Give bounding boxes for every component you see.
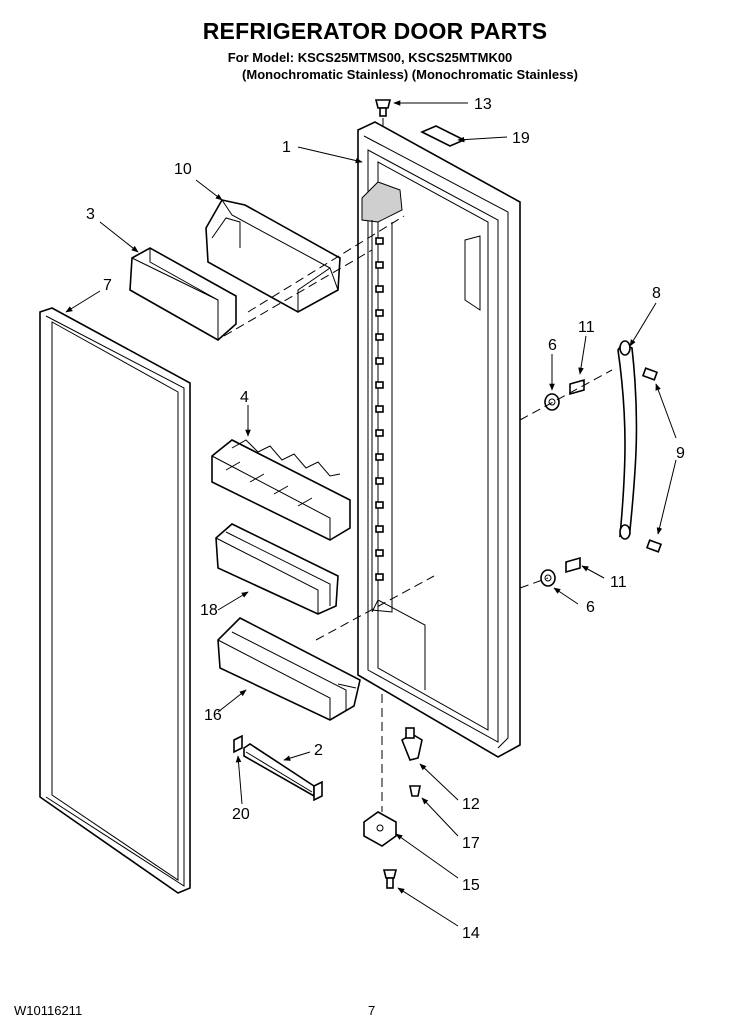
callout-11-lower: 11 [610,574,627,591]
door-shelf-bin [215,523,339,615]
callout-19: 19 [512,130,530,147]
door-gasket [39,307,191,894]
door-handle [617,340,638,540]
door-panel [357,121,521,758]
bin-trim [243,743,315,798]
nameplate [420,125,466,147]
page-number: 7 [368,1003,376,1018]
lower-spacer [540,569,556,587]
leader-arrows [65,100,677,927]
callout-16: 16 [204,707,222,724]
large-door-bin [217,617,361,721]
callout-8: 8 [652,285,661,302]
callout-3: 3 [86,206,95,223]
hinge-screw [409,785,421,797]
callout-4: 4 [240,389,249,406]
callout-14: 14 [462,925,480,942]
model-line: For Model: KSCS25MTMS00, KSCS25MTMK00 [227,50,513,65]
page-title: REFRIGERATOR DOOR PARTS [202,18,548,44]
callout-1: 1 [282,139,291,156]
top-bin [205,199,341,313]
rail-holes [375,237,384,581]
lower-hinge [363,811,397,847]
lower-screw [565,556,581,574]
finish-line: (Monochromatic Stainless) (Monochromatic… [242,67,578,82]
callout-10: 10 [174,161,192,178]
callout-17: 17 [462,835,480,852]
egg-tray [211,439,351,541]
hinge-pin [401,727,423,761]
trim-clips [233,734,323,802]
callout-20: 20 [232,806,250,823]
document-number: W10116211 [14,1003,83,1018]
alignment-lines [223,118,613,812]
callout-12: 12 [462,796,480,813]
callout-6-lower: 6 [586,599,595,616]
callout-9: 9 [676,445,685,462]
callout-15: 15 [462,877,480,894]
handle-studs [641,367,663,553]
callout-13: 13 [474,96,492,113]
callout-7: 7 [103,277,112,294]
upper-spacer [544,393,560,411]
callout-11-upper: 11 [578,319,595,336]
dispenser-cover [129,247,237,341]
callout-18: 18 [200,602,218,619]
callout-6-upper: 6 [548,337,557,354]
callout-2: 2 [314,742,323,759]
bottom-screw [382,869,398,889]
top-screw [374,99,392,117]
